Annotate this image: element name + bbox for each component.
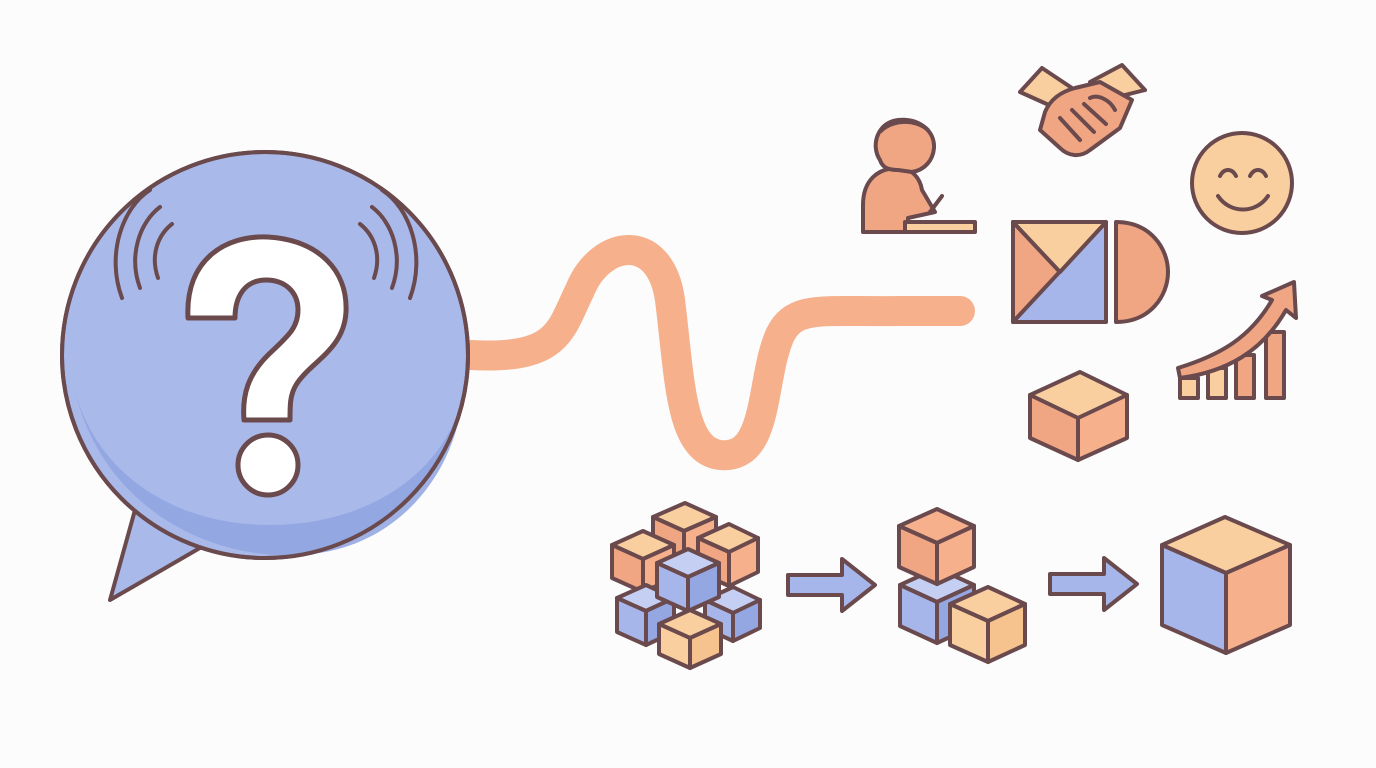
shapes-puzzle-icon: [1011, 220, 1170, 324]
right-arrow-icon: [786, 557, 877, 613]
stacked-cubes-icon: [897, 507, 1027, 664]
large-cube-icon: [1160, 515, 1292, 655]
speech-bubble-question-icon: [60, 150, 470, 602]
cube-cluster-icon: [610, 501, 762, 670]
handshake-icon: [1018, 63, 1147, 157]
smiley-face-icon: [1190, 131, 1294, 235]
child-writing-icon: [861, 117, 977, 234]
winding-path-icon: [455, 235, 975, 471]
single-cube-icon: [1028, 370, 1129, 462]
growth-chart-icon: [1176, 280, 1298, 400]
right-arrow-icon: [1048, 556, 1139, 612]
